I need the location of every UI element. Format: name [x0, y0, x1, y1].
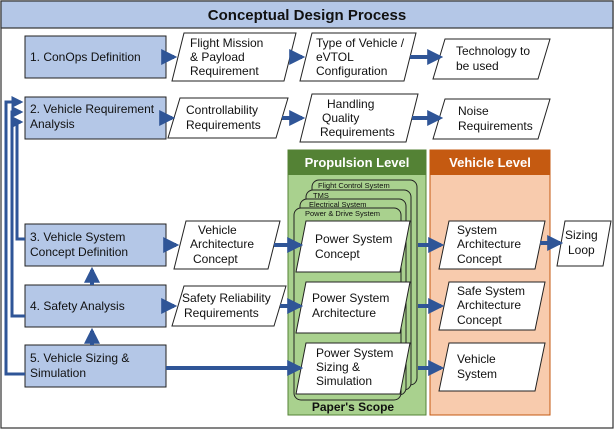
step-label-1: 1. ConOps Definition [30, 50, 141, 64]
papers-scope-label: Paper's Scope [312, 400, 395, 414]
box-safe-system-architecture [438, 281, 546, 331]
box-power-system-concept [295, 220, 411, 273]
box-power-system-sizing [295, 342, 411, 395]
para-vehicle-architecture [173, 220, 281, 270]
box-sizing-loop [556, 220, 612, 267]
stack-label-flight-control: Flight Control System [318, 181, 390, 190]
step-box-1 [24, 35, 167, 79]
stack-label-electrical: Electrical System [309, 200, 367, 209]
vehicle-header [430, 150, 550, 175]
stack-label-tms: TMS [313, 191, 329, 200]
propulsion-header-label: Propulsion Level [305, 155, 410, 170]
stack-label-power-drive: Power & Drive System [305, 209, 380, 218]
step-box-3 [24, 223, 167, 267]
feedback-step4-to-step2 [10, 106, 25, 318]
step-label-4: 4. Safety Analysis [30, 299, 125, 313]
para-technology [432, 38, 551, 80]
feedback-step3-to-step2 [11, 116, 25, 241]
para-handling-quality [299, 93, 419, 143]
diagram-title: Conceptual Design Process [208, 7, 406, 24]
connector-arrows [84, 49, 564, 376]
step-label-5: 5. Vehicle Sizing &Simulation [30, 351, 129, 380]
para-flight-mission [171, 32, 297, 82]
step-box-4 [24, 284, 167, 328]
feedback-step5-to-step2 [4, 96, 25, 376]
vehicle-header-label: Vehicle Level [449, 155, 531, 170]
feedback-loops [4, 96, 25, 376]
step-box-2 [24, 96, 167, 140]
para-vehicle-type [299, 32, 417, 82]
propulsion-header [288, 150, 426, 175]
box-power-system-architecture [295, 281, 411, 334]
title-bar [0, 0, 614, 29]
box-system-architecture-concept [438, 220, 546, 270]
